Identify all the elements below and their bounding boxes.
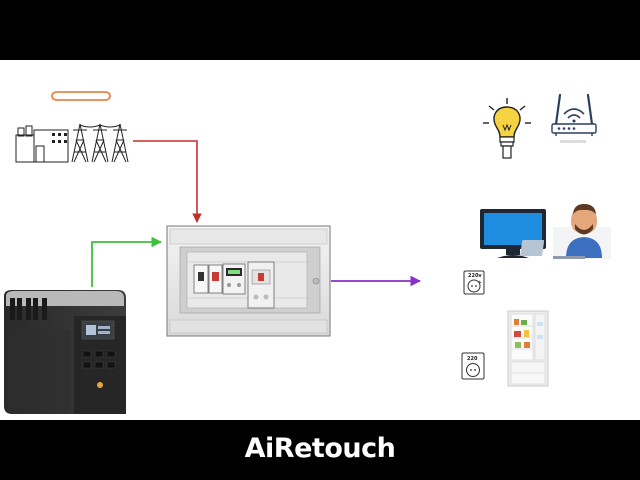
transfer-switch-panel-icon bbox=[166, 225, 331, 337]
light-bulb-icon bbox=[483, 98, 531, 159]
bottom-letterbox bbox=[0, 420, 640, 480]
refrigerator-icon bbox=[507, 310, 549, 387]
socket-label-220: 220 bbox=[467, 356, 478, 362]
top-letterbox bbox=[0, 0, 640, 60]
grid-to-panel-arrow bbox=[133, 140, 202, 223]
wifi-router-icon bbox=[551, 93, 597, 143]
socket-label-220v: 220v bbox=[468, 273, 482, 279]
station-to-panel-arrow bbox=[91, 236, 163, 287]
socket-220-icon: 220 bbox=[461, 352, 485, 380]
person-at-laptop-icon bbox=[520, 204, 611, 259]
portable-power-station-icon bbox=[4, 290, 126, 414]
monitor-icon bbox=[480, 209, 546, 258]
ai-retouch-logo: AiRetouch bbox=[244, 433, 396, 464]
power-grid-icon bbox=[15, 91, 129, 163]
socket-220v-icon: 220v bbox=[463, 270, 485, 295]
